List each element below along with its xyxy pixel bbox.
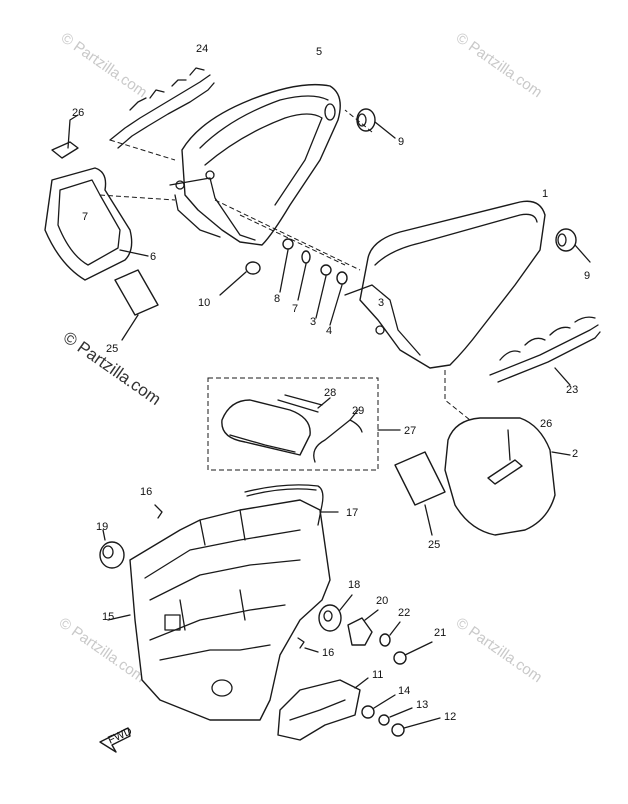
- label-part-25-lower: [394, 451, 446, 536]
- callout-5: 5: [316, 46, 322, 58]
- cover-mark: 7: [82, 211, 88, 223]
- left-cover-frame-part-5: [169, 83, 341, 246]
- callout-13: 13: [416, 699, 428, 711]
- callout-labels: 1 2 3 4 5 6 7 8 9 9 10 11 12 13 14 15 16…: [72, 43, 590, 723]
- callout-17: 17: [346, 507, 358, 519]
- callout-10: 10: [198, 297, 210, 309]
- callout-16-lower: 16: [322, 647, 334, 659]
- washer-part-13: [378, 707, 413, 726]
- callout-18: 18: [348, 579, 360, 591]
- callout-2: 2: [572, 448, 578, 460]
- callout-1: 1: [542, 188, 548, 200]
- watermark-top-left: © Partzilla.com: [58, 29, 151, 101]
- callout-12: 12: [444, 711, 456, 723]
- callout-4: 4: [326, 325, 332, 337]
- callout-7: 7: [292, 303, 298, 315]
- battery-box-part-15: [107, 499, 331, 721]
- callout-9-right: 9: [584, 270, 590, 282]
- assembly-lines-upper: [99, 109, 373, 271]
- bolt-part-21: [393, 641, 433, 665]
- clip-part-16-upper: [154, 504, 163, 519]
- watermark-bottom-left: © Partzilla.com: [56, 614, 149, 686]
- grommet-part-9-upper: [356, 108, 396, 139]
- clip-part-16-lower: [297, 637, 319, 653]
- collar-part-20: [347, 609, 379, 646]
- callout-3: 3: [310, 316, 316, 328]
- callout-29: 29: [352, 405, 364, 417]
- damper-part-18: [318, 594, 353, 632]
- callout-8: 8: [274, 293, 280, 305]
- battery-cable-part-17: [244, 484, 339, 526]
- callout-6: 6: [150, 251, 156, 263]
- callout-19: 19: [96, 521, 108, 533]
- callout-26-lower: 26: [540, 418, 552, 430]
- emblem-part-23: [489, 316, 601, 386]
- hardware-set-upper: [219, 238, 348, 326]
- right-small-cover-part-2: [444, 370, 571, 536]
- bolt-part-12: [391, 717, 441, 737]
- callout-16-upper: 16: [140, 486, 152, 498]
- emblem-part-24: [109, 67, 215, 149]
- callout-15: 15: [102, 611, 114, 623]
- watermark-center: © Partzilla.com: [60, 328, 165, 409]
- callout-21: 21: [434, 627, 446, 639]
- label-part-25-upper: [114, 269, 159, 341]
- tool-kit-group-part-27: [207, 377, 401, 471]
- callout-14: 14: [398, 685, 410, 697]
- washer-part-14: [361, 694, 396, 719]
- washer-part-22: [379, 621, 401, 647]
- callout-28: 28: [324, 387, 336, 399]
- callout-11: 11: [372, 669, 383, 681]
- right-side-cover-part-1: 3: [344, 200, 546, 369]
- callout-22: 22: [398, 607, 410, 619]
- callout-25-upper: 25: [106, 343, 118, 355]
- damper-part-19: [99, 529, 125, 569]
- fwd-label: FWD: [106, 725, 134, 746]
- cover-mark-3: 3: [378, 297, 384, 309]
- callout-23: 23: [566, 384, 578, 396]
- callout-26-upper: 26: [72, 107, 84, 119]
- emblem-part-26-upper: [51, 114, 79, 159]
- grommet-part-9-right: [555, 228, 591, 263]
- bracket-part-11: [277, 677, 369, 741]
- callout-24: 24: [196, 43, 208, 55]
- callout-20: 20: [376, 595, 388, 607]
- watermark-bottom-right: © Partzilla.com: [453, 614, 546, 686]
- callout-9-upper: 9: [398, 136, 404, 148]
- forward-arrow-icon: FWD: [99, 725, 134, 753]
- callout-25-lower: 25: [428, 539, 440, 551]
- callout-27: 27: [404, 425, 416, 437]
- watermark-top-right: © Partzilla.com: [453, 29, 546, 101]
- left-small-cover-part-6: 7: [44, 167, 149, 281]
